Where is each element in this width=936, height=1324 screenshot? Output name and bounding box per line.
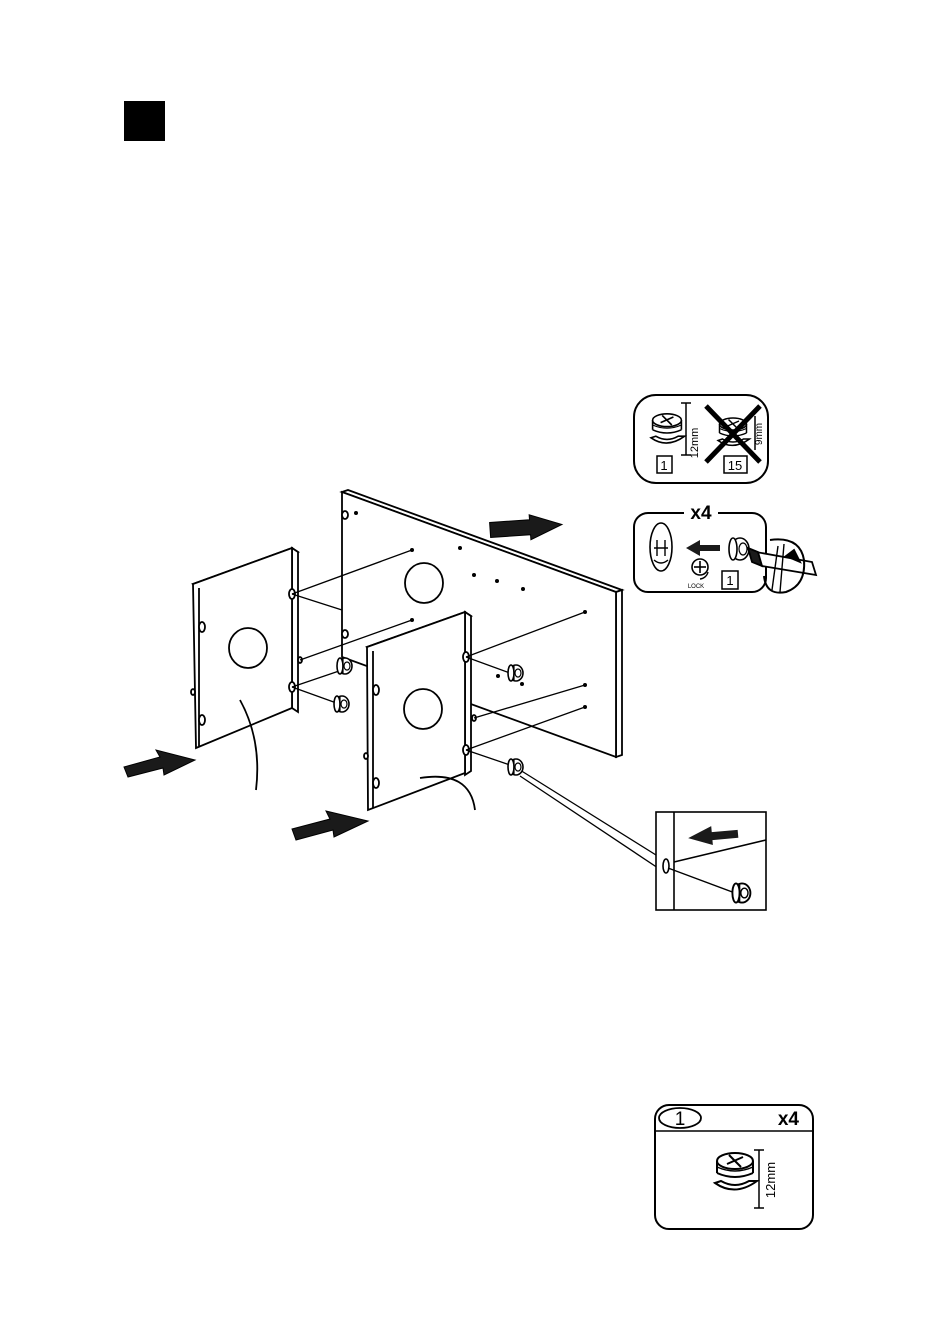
arrow-right-panel <box>292 811 368 840</box>
lock-part-number: 1 <box>726 573 733 588</box>
main-assembly <box>191 490 664 872</box>
parts-box: 1 x4 12mm <box>655 1105 813 1229</box>
right-side-panel <box>364 612 476 810</box>
cam-9mm-length: 9mm <box>754 423 765 445</box>
part-number-good: 1 <box>660 458 667 473</box>
callout-size-check: 12mm 1 9mm 15 <box>634 395 768 483</box>
lock-label: LOCK <box>688 584 704 590</box>
parts-quantity: x4 <box>778 1109 800 1130</box>
parts-length: 12mm <box>763 1162 778 1198</box>
part-number-bad: 15 <box>728 458 742 473</box>
step-number-block <box>124 101 165 141</box>
arrow-back-panel <box>489 513 563 543</box>
left-side-panel <box>191 548 302 790</box>
arrow-left-panel <box>124 750 195 777</box>
parts-part-number: 1 <box>675 1109 686 1130</box>
detail-inset <box>656 812 766 910</box>
cam-fitting-icon <box>729 538 749 560</box>
lock-quantity: x4 <box>690 503 712 524</box>
cam-slot-icon <box>650 523 672 571</box>
cam-12mm-length: 12mm <box>689 428 701 459</box>
callout-lock: x4 LOCK 1 <box>634 500 816 593</box>
